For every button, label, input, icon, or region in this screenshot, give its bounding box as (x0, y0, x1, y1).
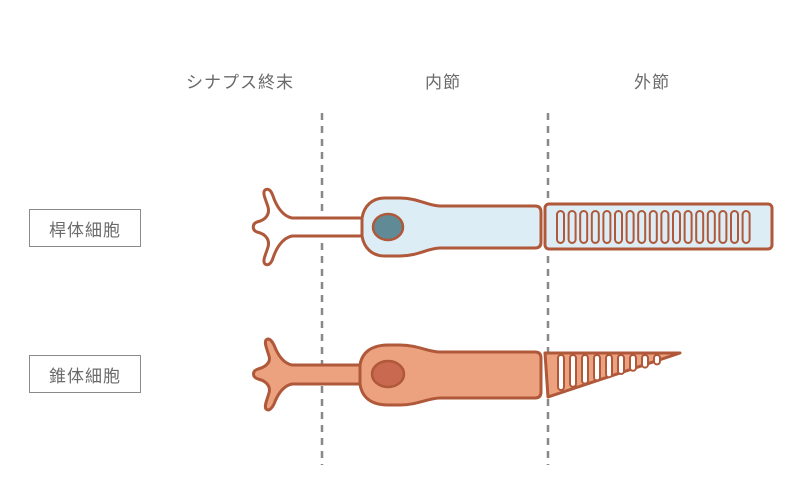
rod-cell (251, 187, 774, 267)
rod-disc (660, 210, 670, 244)
label-rod-cell: 桿体細胞 (29, 209, 141, 247)
header-synaptic-terminal: シナプス終末 (186, 73, 294, 93)
cone-synaptic-terminal (252, 337, 362, 412)
cone-disc (617, 354, 625, 375)
cone-disc (653, 354, 661, 366)
label-cone-cell: 錐体細胞 (29, 355, 141, 393)
rod-inner-segment (360, 196, 543, 258)
cone-disc (605, 354, 613, 379)
rod-disc (579, 210, 589, 244)
rod-disc (590, 210, 600, 244)
rod-synaptic-terminal (251, 187, 364, 267)
rod-disc (672, 210, 681, 244)
rod-disc (718, 210, 728, 244)
rod-disc (625, 210, 635, 244)
header-inner-segment: 内節 (425, 73, 461, 93)
rod-disc (648, 210, 658, 244)
cone-discs (557, 354, 661, 391)
rod-disc (706, 210, 716, 244)
cone-disc (629, 354, 637, 372)
cone-disc (641, 354, 649, 369)
rod-disc (614, 210, 623, 244)
cone-disc (557, 354, 565, 391)
rod-disc (741, 210, 751, 244)
rod-disc (567, 210, 577, 244)
rod-nucleus (371, 212, 405, 242)
cone-cell (252, 337, 682, 412)
cone-disc (581, 354, 589, 385)
rod-discs (556, 210, 751, 244)
cone-nucleus (370, 359, 406, 389)
rod-disc (683, 210, 693, 244)
rod-disc (602, 210, 612, 244)
rod-disc (637, 210, 647, 244)
cone-disc (569, 354, 577, 388)
cone-inner-segment (358, 343, 543, 407)
rod-disc (730, 210, 739, 244)
cone-disc (593, 354, 601, 382)
header-outer-segment: 外節 (634, 73, 670, 93)
rod-disc (695, 210, 705, 244)
rod-disc (556, 210, 565, 244)
